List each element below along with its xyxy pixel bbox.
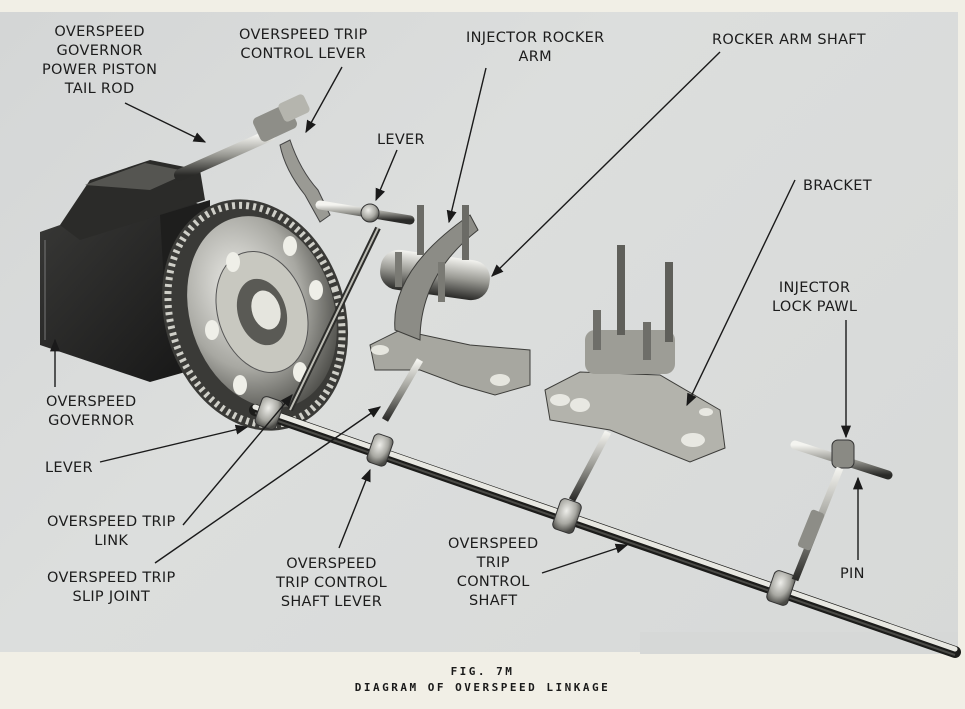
figure-number: FIG. 7M [450, 665, 515, 678]
leader-trip-link [182, 394, 293, 526]
label-overspeed-governor: OVERSPEED GOVERNOR [46, 394, 137, 429]
leader-injector-rocker-arm [446, 67, 487, 224]
lever-hub [360, 203, 380, 223]
label-pin: PIN [840, 566, 865, 582]
leader-lines [49, 51, 864, 574]
label-trip-control-shaft: OVERSPEED TRIP CONTROL SHAFT [448, 536, 539, 609]
label-overspeed-trip-control-lever: OVERSPEED TRIP CONTROL LEVER [239, 27, 368, 62]
label-lever-top: LEVER [377, 132, 425, 148]
label-injector-rocker-arm: INJECTOR ROCKER ARM [466, 30, 605, 65]
photo-panel-extension [640, 632, 958, 654]
label-lever-bottom: LEVER [45, 460, 93, 476]
leader-control-shaft-lever [338, 468, 371, 549]
governor-drive-gear [161, 199, 349, 431]
shaft-clamps [254, 396, 796, 606]
label-bracket: BRACKET [803, 178, 872, 194]
leader-tail-rod [124, 102, 207, 143]
rocker-arm-assembly-1 [369, 205, 531, 422]
leader-lever-top [375, 149, 398, 202]
label-governor-power-piston-tail-rod: OVERSPEED GOVERNOR POWER PISTON TAIL ROD [42, 24, 158, 97]
leader-control-shaft [541, 543, 629, 574]
label-overspeed-trip-link: OVERSPEED TRIP LINK [47, 514, 176, 549]
leader-trip-control-lever [305, 66, 343, 134]
tail-rod [174, 94, 310, 181]
figure-title: DIAGRAM OF OVERSPEED LINKAGE [354, 681, 611, 694]
leader-lever-bottom [99, 424, 249, 463]
leader-rocker-arm-shaft [491, 51, 721, 277]
label-rocker-arm-shaft: ROCKER ARM SHAFT [712, 32, 866, 48]
bracket-assembly-2 [544, 245, 726, 502]
label-trip-control-shaft-lever: OVERSPEED TRIP CONTROL SHAFT LEVER [276, 556, 387, 610]
injector-lock-pawl-part [790, 439, 893, 582]
label-injector-lock-pawl: INJECTOR LOCK PAWL [772, 280, 858, 315]
leader-bracket [686, 179, 796, 407]
label-overspeed-trip-slip-joint: OVERSPEED TRIP SLIP JOINT [47, 570, 176, 605]
leader-slip-joint [154, 406, 382, 564]
trip-link-highlight [289, 227, 379, 411]
